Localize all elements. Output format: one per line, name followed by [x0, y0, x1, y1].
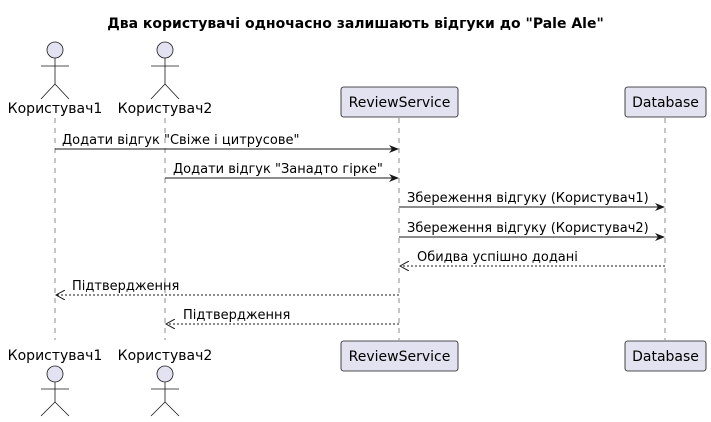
message-1: Додати відгук "Свіже і цитрусове" [55, 133, 399, 153]
message-3: Збереження відгуку (Користувач1) [399, 191, 665, 211]
message-label: Збереження відгуку (Користувач1) [407, 191, 649, 206]
message-label: Збереження відгуку (Користувач2) [407, 221, 649, 236]
actor-label: Користувач2 [118, 348, 213, 364]
actor-icon [150, 41, 180, 100]
actor-user2-bottom: Користувач2 [118, 348, 213, 417]
participant-db-top: Database [624, 86, 707, 118]
actor-label: Користувач1 [8, 348, 103, 364]
actor-label: Користувач2 [118, 101, 213, 117]
message-label: Додати відгук "Занадто гірке" [173, 162, 383, 177]
actor-icon [150, 365, 180, 417]
actor-user1-bottom: Користувач1 [8, 348, 103, 417]
diagram-title: Два користувачі одночасно залишають відг… [107, 16, 604, 32]
participant-label: ReviewService [349, 95, 451, 111]
participant-label: ReviewService [349, 349, 451, 365]
participant-review-top: ReviewService [340, 86, 459, 118]
participant-label: Database [632, 349, 699, 365]
message-label: Підтвердження [72, 279, 179, 294]
participant-label: Database [632, 95, 699, 111]
actor-label: Користувач1 [8, 101, 103, 117]
message-label: Обидва успішно додані [417, 250, 578, 265]
participant-db-bottom: Database [624, 340, 707, 372]
message-label: Підтвердження [183, 308, 290, 323]
actor-icon [40, 365, 70, 417]
message-6: Підтвердження [56, 279, 399, 295]
message-2: Додати відгук "Занадто гірке" [165, 162, 399, 182]
message-4: Збереження відгуку (Користувач2) [399, 221, 665, 241]
participant-review-bottom: ReviewService [340, 340, 459, 372]
message-7: Підтвердження [166, 308, 399, 324]
actor-user2-top: Користувач2 [118, 41, 213, 117]
message-5: Обидва успішно додані [400, 250, 665, 266]
message-label: Додати відгук "Свіже і цитрусове" [62, 133, 299, 148]
actor-icon [40, 41, 70, 100]
actor-user1-top: Користувач1 [8, 41, 103, 117]
